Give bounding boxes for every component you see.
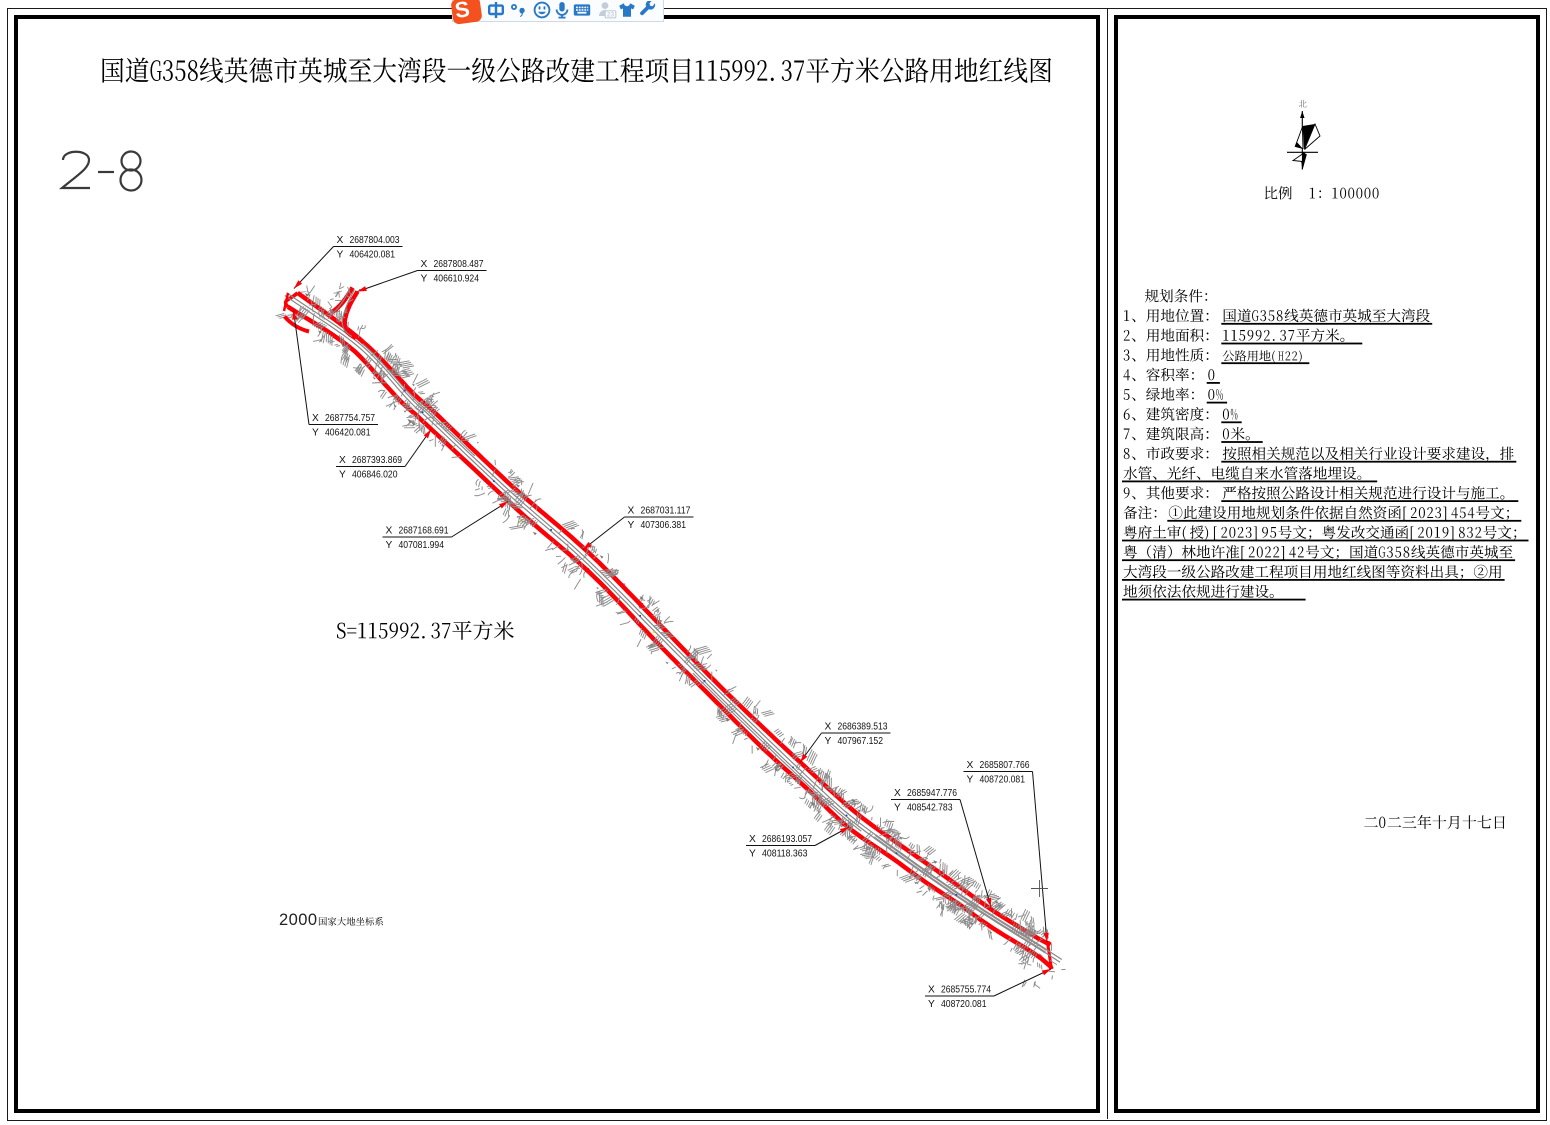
svg-text:Y: Y: [749, 849, 756, 860]
svg-text:2687031.117: 2687031.117: [641, 506, 691, 517]
svg-text:Y: Y: [337, 250, 344, 261]
svg-text:X: X: [421, 259, 428, 270]
svg-text:X: X: [967, 760, 974, 771]
svg-text:X: X: [628, 506, 635, 517]
svg-text:2687754.757: 2687754.757: [325, 413, 375, 424]
svg-text:2687393.869: 2687393.869: [352, 455, 402, 466]
svg-text:X: X: [386, 526, 393, 537]
svg-text:X: X: [894, 788, 901, 799]
svg-text:23: 23: [607, 11, 615, 18]
svg-text:Y: Y: [928, 999, 935, 1010]
svg-text:Y: Y: [628, 520, 635, 531]
svg-text:407967.152: 407967.152: [838, 736, 884, 747]
svg-text:X: X: [825, 722, 832, 733]
svg-text:Y: Y: [894, 803, 901, 814]
svg-text:2686389.513: 2686389.513: [838, 722, 888, 733]
svg-text:406420.081: 406420.081: [325, 428, 371, 439]
svg-text:X: X: [337, 235, 344, 246]
svg-text:2687168.691: 2687168.691: [399, 526, 449, 537]
svg-text:408720.081: 408720.081: [941, 999, 987, 1010]
svg-text:X: X: [749, 834, 756, 845]
svg-text:406610.924: 406610.924: [434, 274, 480, 285]
svg-text:408720.081: 408720.081: [980, 775, 1026, 786]
svg-text:Y: Y: [421, 274, 428, 285]
svg-text:2685947.776: 2685947.776: [907, 788, 957, 799]
svg-text:406420.081: 406420.081: [350, 250, 396, 261]
svg-text:408118.363: 408118.363: [762, 849, 808, 860]
svg-text:Y: Y: [339, 470, 346, 481]
svg-text:407306.381: 407306.381: [641, 520, 687, 531]
svg-text:407081.994: 407081.994: [399, 540, 445, 551]
svg-text:406846.020: 406846.020: [352, 470, 398, 481]
svg-text:408542.783: 408542.783: [907, 803, 953, 814]
svg-text:2686193.057: 2686193.057: [762, 834, 812, 845]
svg-text:2687808.487: 2687808.487: [434, 259, 484, 270]
svg-text:2685755.774: 2685755.774: [941, 985, 991, 996]
svg-text:X: X: [339, 455, 346, 466]
svg-text:Y: Y: [386, 540, 393, 551]
svg-text:2685807.766: 2685807.766: [980, 760, 1030, 771]
svg-text:X: X: [312, 413, 319, 424]
svg-text:Y: Y: [967, 775, 974, 786]
svg-text:Y: Y: [312, 428, 319, 439]
svg-text:2000: 2000: [279, 911, 317, 929]
svg-text:X: X: [928, 985, 935, 996]
svg-text:2687804.003: 2687804.003: [350, 235, 400, 246]
svg-text:Y: Y: [825, 736, 832, 747]
